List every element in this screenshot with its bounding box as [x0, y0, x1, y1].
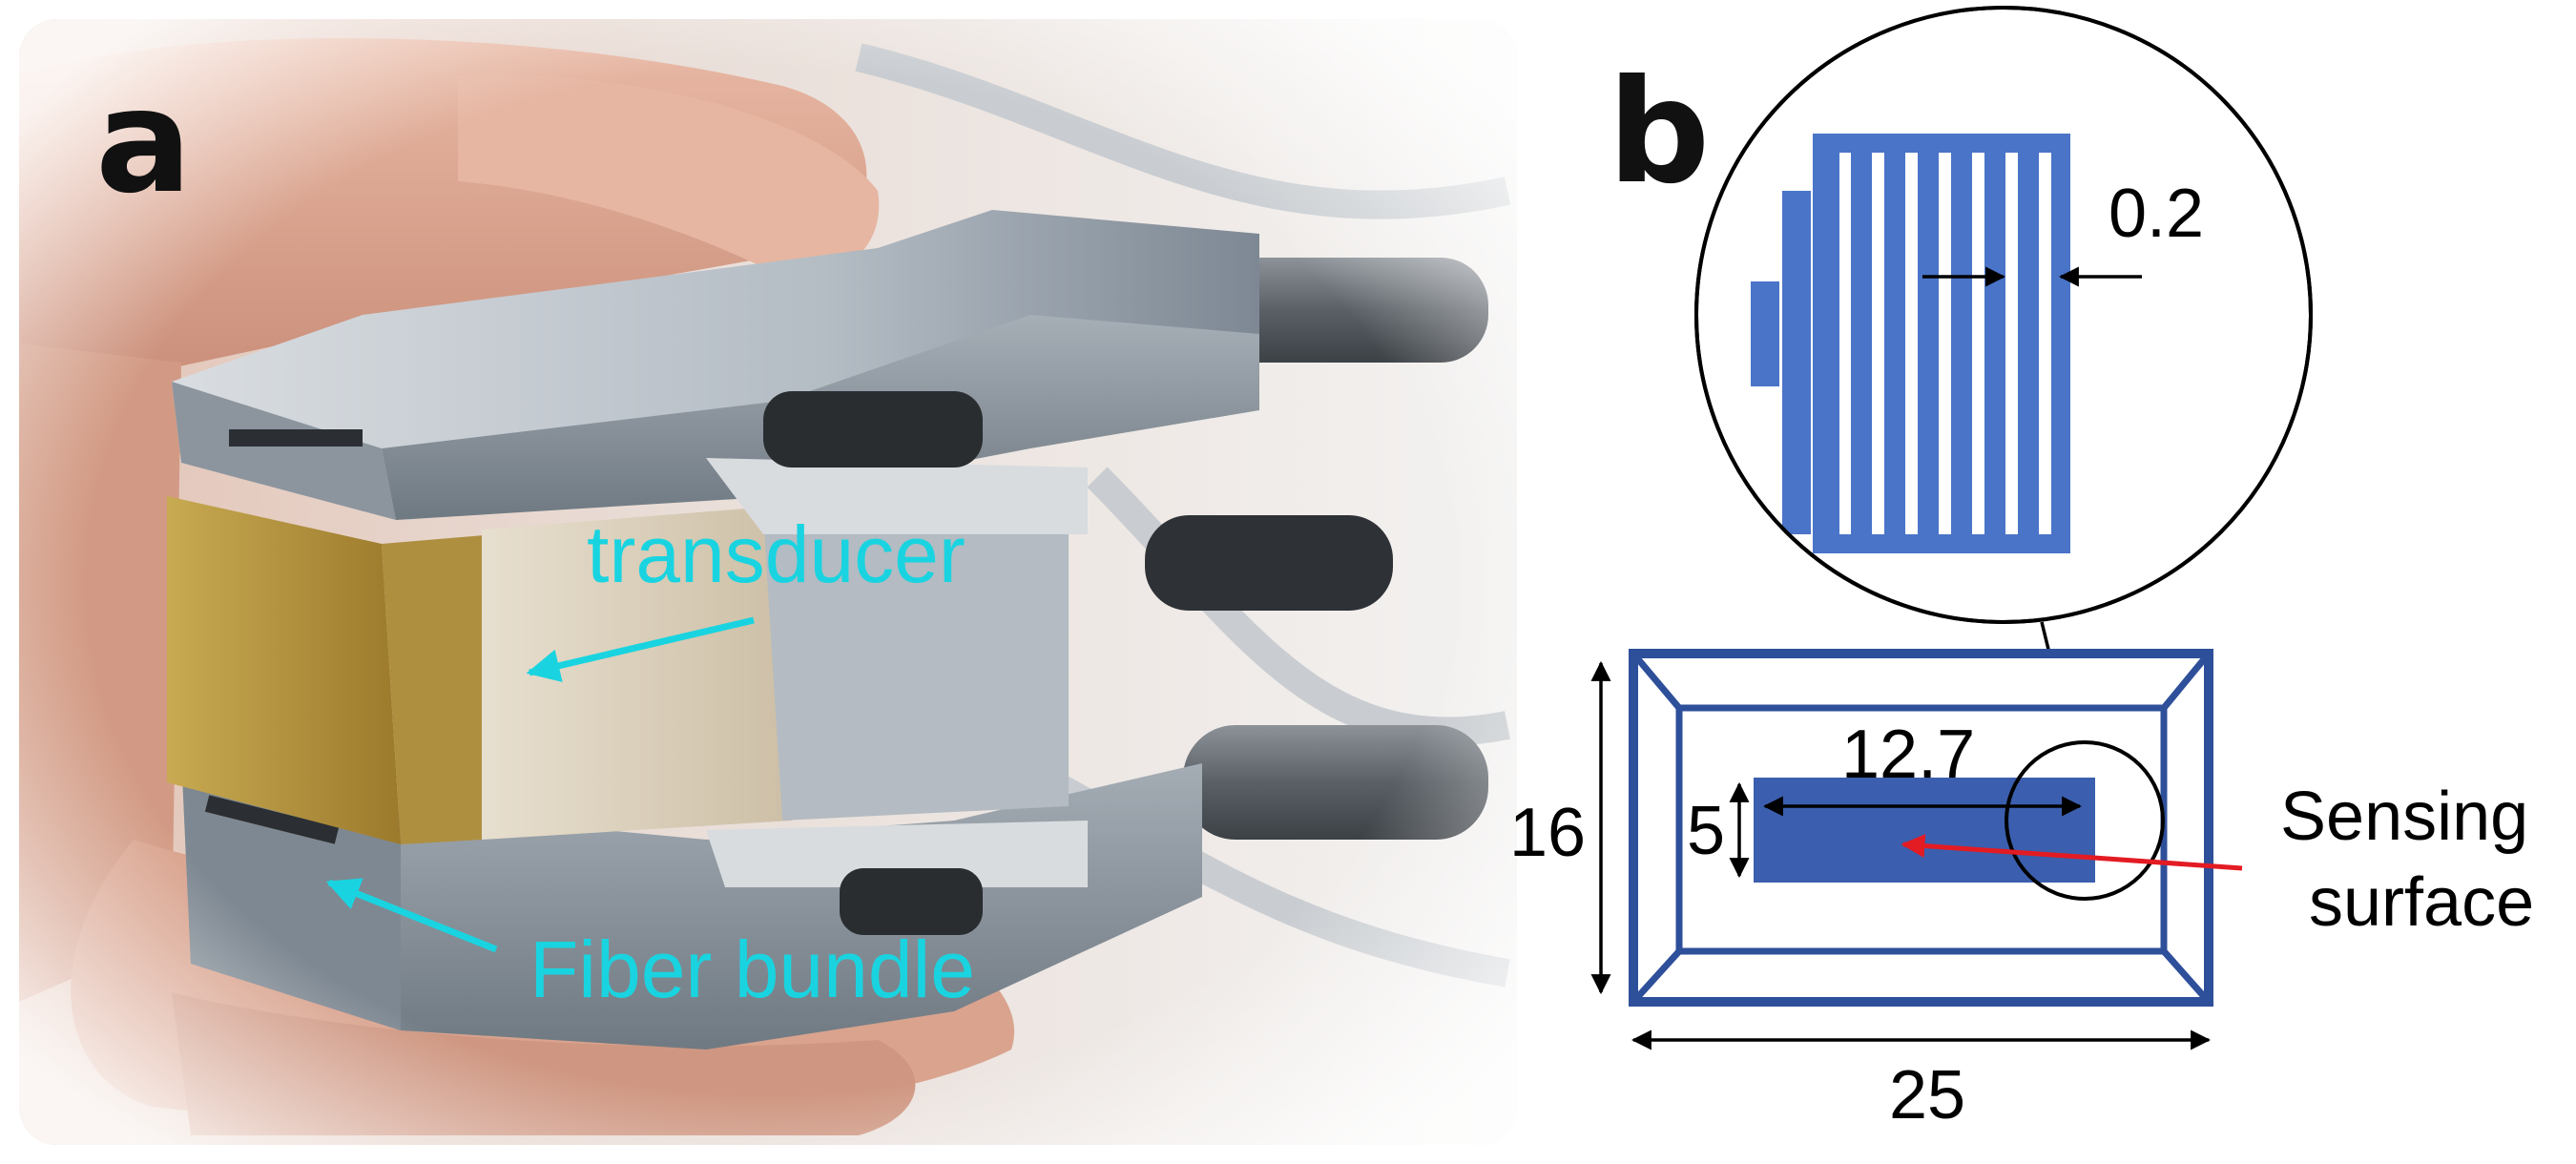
fiber-bundle-arrow: [325, 878, 498, 953]
sensing-label-line1: Sensing: [2280, 779, 2528, 855]
magnified-view: 0.2: [1694, 6, 2313, 624]
sensing-element: [1754, 778, 2095, 883]
transducer-annotation: transducer: [526, 509, 966, 682]
panel-a-photo: [19, 19, 1517, 1145]
outer-width-dimension: 25: [1631, 1029, 2212, 1133]
height-dim-label: 5: [1687, 793, 1725, 869]
electrode-stripes: [1751, 134, 2070, 553]
outer-width-label: 25: [1889, 1057, 1965, 1133]
length-dim-label: 12.7: [1841, 717, 1975, 793]
height-dimension: 5: [1687, 781, 1750, 879]
panel-a-label: a: [95, 59, 192, 225]
sensing-surface-annotation: Sensing surface: [1901, 779, 2534, 941]
transducer-arrow: [526, 616, 755, 682]
gap-dim-label: 0.2: [2109, 176, 2204, 252]
panel-b-label: b: [1608, 50, 1710, 216]
sensing-pointer-arrow: [1901, 834, 2243, 871]
transducer-label: transducer: [587, 509, 966, 599]
outer-height-dimension: 16: [1509, 660, 1611, 995]
sensing-label-line2: surface: [2309, 864, 2534, 941]
length-dimension: 12.7: [1762, 717, 2083, 817]
fiber-bundle-annotation: Fiber bundle: [325, 878, 975, 1014]
outer-height-label: 16: [1509, 795, 1586, 871]
fiber-bundle-label: Fiber bundle: [530, 925, 975, 1014]
detail-circle: [2005, 740, 2165, 901]
